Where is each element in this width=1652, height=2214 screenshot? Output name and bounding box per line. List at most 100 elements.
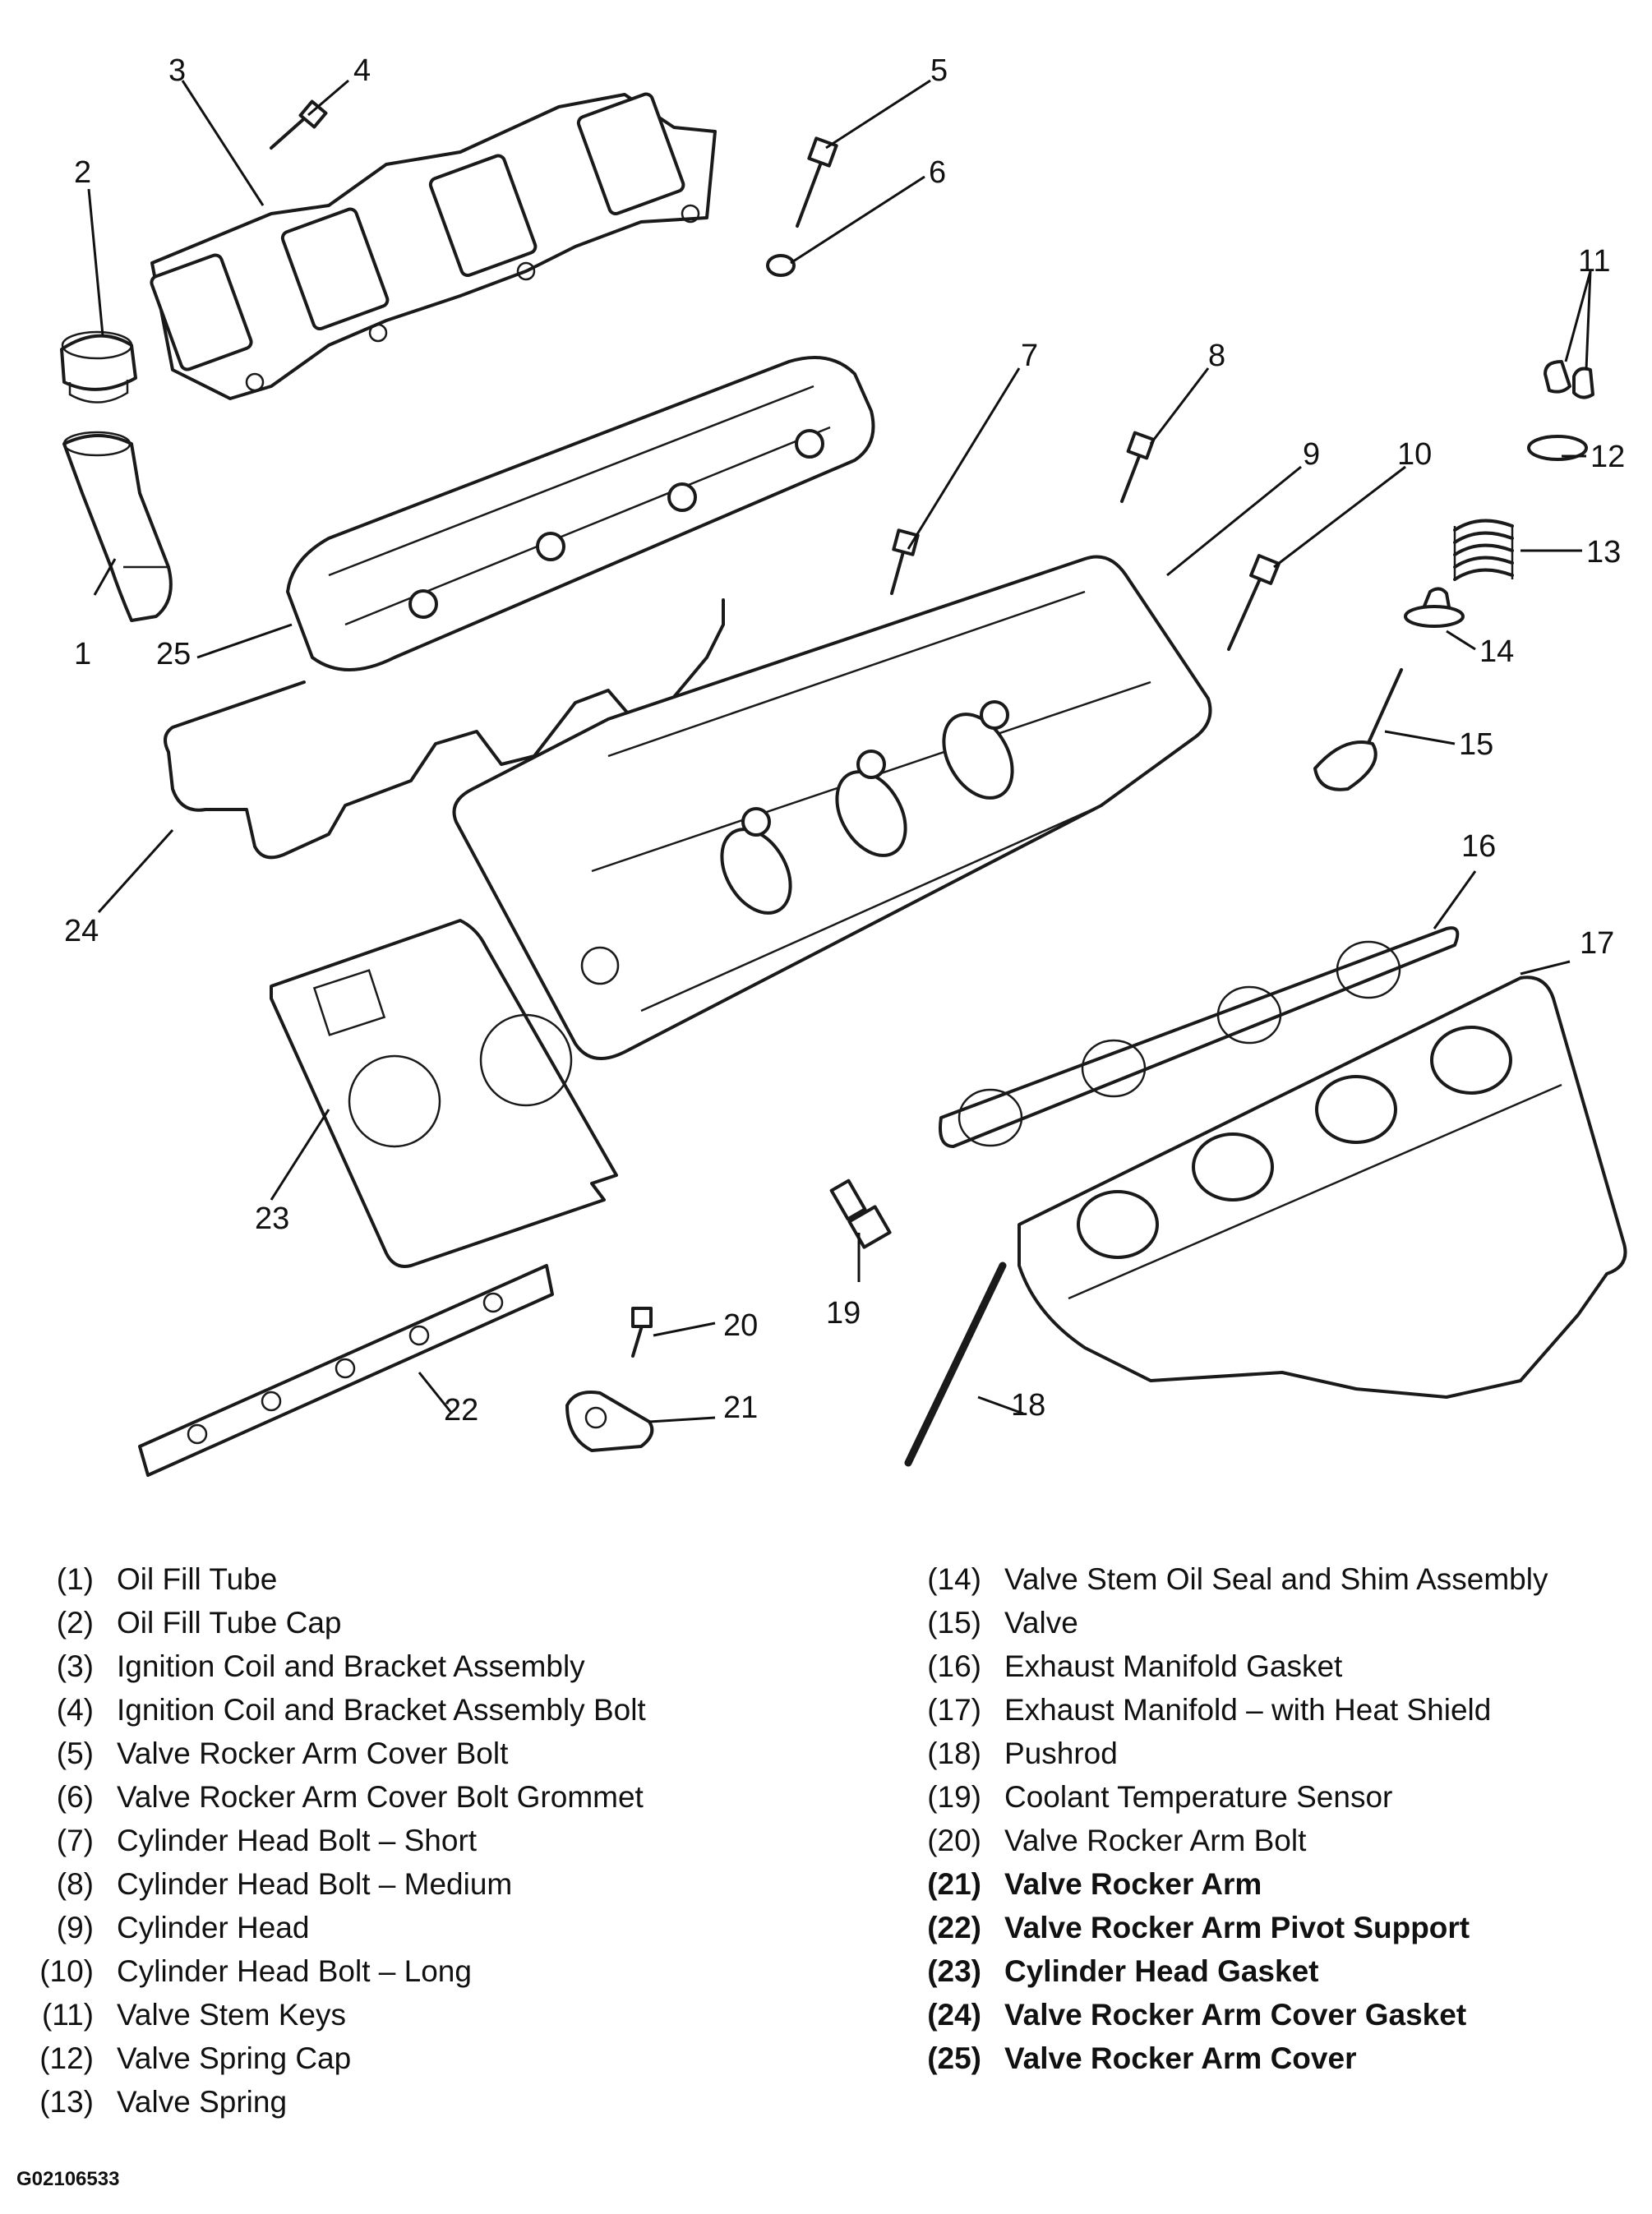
legend-number: (9) [56, 1911, 94, 1944]
legend-text: Valve Spring Cap [117, 2041, 352, 2075]
legend-item: (17)Exhaust Manifold – with Heat Shield [927, 1688, 1645, 1732]
legend-number: (6) [56, 1780, 94, 1814]
coolant-temperature-sensor [829, 1178, 892, 1249]
cover-gasket [164, 598, 725, 860]
legend-item: (10) Cylinder Head Bolt – Long [39, 1949, 856, 1993]
legend-text: Cylinder Head [117, 1911, 310, 1944]
legend-item: (12) Valve Spring Cap [39, 2036, 856, 2080]
legend-number: (11) [41, 1998, 94, 2032]
legend-number: (13) [39, 2085, 94, 2119]
head-bolt-medium [1120, 431, 1156, 503]
callout-9: 9 [1303, 437, 1320, 472]
legend-item: (14)Valve Stem Oil Seal and Shim Assembl… [927, 1557, 1645, 1601]
legend-number: (15) [927, 1606, 981, 1640]
legend-text: Coolant Temperature Sensor [1004, 1780, 1393, 1814]
exploded-parts-diagram: 1 2 3 4 5 6 7 8 9 10 11 12 13 14 15 16 1… [60, 53, 1627, 1477]
callout-10: 10 [1397, 437, 1432, 472]
callout-14: 14 [1479, 634, 1514, 669]
head-bolt-short [890, 528, 920, 595]
legend-text: Valve Rocker Arm Cover Bolt [117, 1737, 509, 1770]
legend-item: (4)Ignition Coil and Bracket Assembly Bo… [57, 1688, 856, 1732]
legend-number: (20) [927, 1824, 981, 1857]
callout-2: 2 [74, 155, 91, 190]
legend-right: (14)Valve Stem Oil Seal and Shim Assembl… [927, 1557, 1645, 2080]
callout-19: 19 [826, 1296, 861, 1331]
cylinder-head [452, 555, 1212, 1060]
legend-number: (3) [56, 1649, 94, 1683]
legend-number: (8) [56, 1867, 94, 1901]
callout-21: 21 [723, 1391, 758, 1425]
valve-rocker-arm-pivot-support [138, 1264, 554, 1477]
legend-text: Cylinder Head Gasket [1004, 1954, 1319, 1988]
legend-number: (22) [927, 1911, 981, 1944]
callout-6: 6 [929, 155, 946, 190]
legend-item: (16) Exhaust Manifold Gasket [927, 1644, 1645, 1688]
cover-bolt-grommet [766, 254, 796, 277]
legend-number: (7) [56, 1824, 94, 1857]
pushrod [904, 1262, 1007, 1467]
callout-25: 25 [156, 637, 191, 671]
legend-text: Valve Rocker Arm Cover Bolt Grommet [117, 1780, 644, 1814]
callout-labels: 1 2 3 4 5 6 7 8 9 10 11 12 13 14 15 16 1… [64, 53, 1625, 1428]
legend-item: (1)Oil Fill Tube [57, 1557, 856, 1601]
legend-number: (5) [56, 1737, 94, 1770]
callout-4: 4 [353, 53, 371, 88]
legend-text: Valve Stem Keys [117, 1998, 346, 2032]
legend-text: Cylinder Head Bolt – Medium [117, 1867, 513, 1901]
legend-text: Valve [1004, 1606, 1078, 1640]
legend-number: (10) [39, 1954, 94, 1988]
callout-16: 16 [1461, 829, 1496, 864]
legend-item: (8) Cylinder Head Bolt – Medium [57, 1862, 856, 1906]
legend-item: (20) Valve Rocker Arm Bolt [927, 1819, 1645, 1862]
exhaust-manifold [1018, 976, 1627, 1399]
callout-18: 18 [1011, 1388, 1045, 1423]
valve-rocker-arm [565, 1391, 654, 1452]
legend-number: (24) [927, 1998, 981, 2032]
legend-number: (18) [927, 1737, 981, 1770]
legend-number: (19) [927, 1780, 981, 1814]
legend-item: (6) Valve Rocker Arm Cover Bolt Grommet [57, 1775, 856, 1819]
legend-item: (23)Cylinder Head Gasket [927, 1949, 1645, 1993]
legend-text: Ignition Coil and Bracket Assembly Bolt [117, 1693, 646, 1727]
callout-13: 13 [1586, 535, 1621, 570]
legend-item: (15) Valve [927, 1601, 1645, 1644]
legend-item: (24)Valve Rocker Arm Cover Gasket [927, 1993, 1645, 2036]
valve-spring [1453, 519, 1514, 581]
callout-23: 23 [255, 1202, 289, 1236]
legend-item: (25)Valve Rocker Arm Cover [927, 2036, 1645, 2080]
leader-lines [87, 79, 1592, 1423]
legend-item: (19) Coolant Temperature Sensor [927, 1775, 1645, 1819]
legend-text: Oil Fill Tube [117, 1562, 278, 1596]
figure-id: G02106533 [16, 2168, 120, 2190]
valve-rocker-arm-cover [286, 356, 875, 671]
valve-stem-oil-seal [1404, 587, 1465, 628]
legend-text: Valve Spring [117, 2085, 288, 2119]
ignition-coil-bracket [150, 92, 717, 400]
callout-8: 8 [1208, 339, 1225, 373]
callout-11: 11 [1578, 244, 1610, 279]
legend-number: (16) [927, 1649, 981, 1683]
head-bolt-long [1227, 554, 1281, 651]
legend-item: (22)Valve Rocker Arm Pivot Support [927, 1906, 1645, 1949]
legend-number: (14) [927, 1562, 981, 1596]
legend-item: (18)Pushrod [927, 1732, 1645, 1775]
callout-22: 22 [444, 1393, 478, 1428]
exhaust-manifold-gasket [939, 926, 1460, 1148]
legend-number: (25) [927, 2041, 981, 2075]
legend-text: Valve Rocker Arm [1004, 1867, 1262, 1901]
legend-number: (12) [39, 2041, 94, 2075]
legend-number: (17) [927, 1693, 981, 1727]
callout-15: 15 [1459, 727, 1493, 762]
valve-rocker-arm-bolt [631, 1307, 653, 1358]
legend-text: Cylinder Head Bolt – Long [117, 1954, 472, 1988]
oil-fill-tube-cap [60, 330, 137, 404]
callout-17: 17 [1580, 926, 1614, 961]
legend-item: (3)Ignition Coil and Bracket Assembly [57, 1644, 856, 1688]
legend-text: Valve Rocker Arm Bolt [1004, 1824, 1307, 1857]
legend-text: Exhaust Manifold Gasket [1004, 1649, 1343, 1683]
cover-bolt [796, 136, 838, 228]
callout-7: 7 [1021, 339, 1038, 373]
legend-number: (21) [927, 1867, 981, 1901]
callout-3: 3 [168, 53, 186, 88]
valve-spring-cap [1527, 435, 1588, 461]
